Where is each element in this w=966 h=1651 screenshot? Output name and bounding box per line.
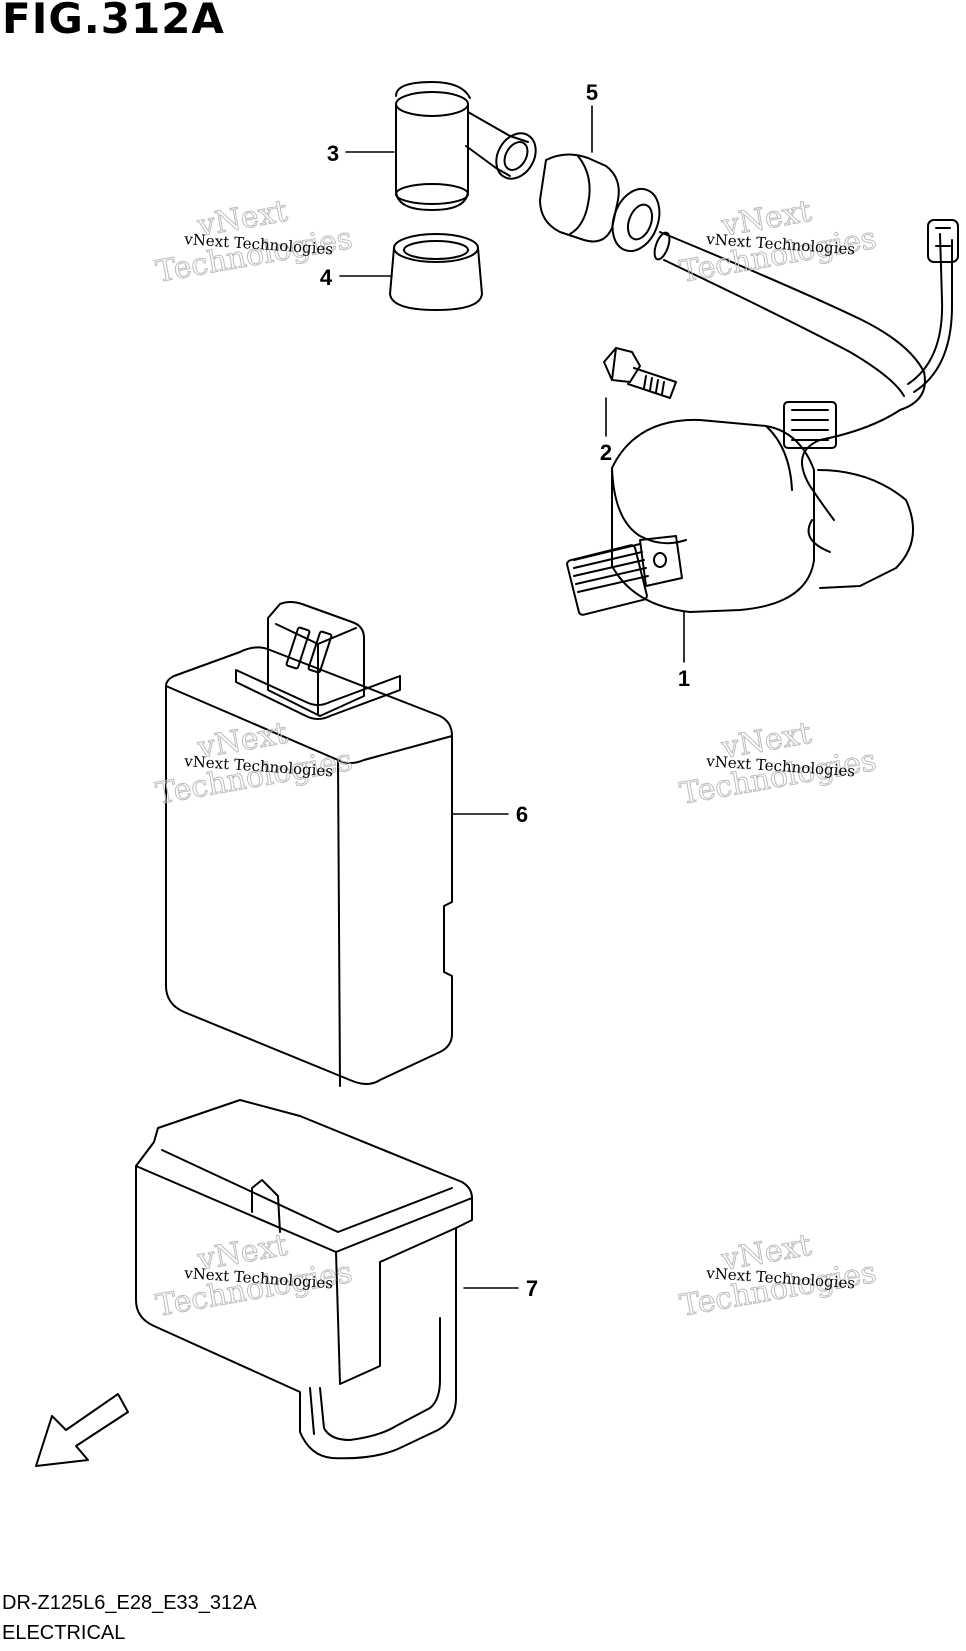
callout-1: 1	[678, 666, 690, 691]
watermark-5: Technologies vNext vNext Technologies	[153, 1227, 356, 1324]
watermark-6: Technologies vNext vNext Technologies	[677, 1227, 880, 1324]
callout-6: 6	[516, 802, 528, 827]
cdi-unit-part[interactable]	[165, 601, 453, 1087]
model-code: DR-Z125L6_E28_E33_312A	[2, 1592, 257, 1614]
cdi-case-part[interactable]	[135, 1099, 473, 1460]
plug-cap-part[interactable]	[395, 81, 544, 211]
watermark-2: Technologies vNext vNext Technologies	[677, 193, 880, 290]
callout-2: 2	[600, 440, 612, 465]
seal-ring-part[interactable]	[389, 233, 483, 311]
fwd-arrow-icon	[35, 1393, 129, 1467]
watermark-4: Technologies vNext vNext Technologies	[677, 715, 880, 812]
callout-4: 4	[320, 265, 333, 290]
callout-3: 3	[327, 141, 339, 166]
bolt-part[interactable]	[603, 347, 677, 399]
grommet-part[interactable]	[539, 153, 668, 257]
section-name: ELECTRICAL	[2, 1622, 126, 1644]
ignition-coil-part[interactable]	[566, 401, 914, 616]
watermark-3: Technologies vNext vNext Technologies	[153, 715, 356, 812]
callout-5: 5	[586, 80, 598, 105]
figure-title: FIG.312A	[2, 0, 225, 43]
callout-7: 7	[526, 1276, 538, 1301]
callout-leaders	[339, 105, 685, 1289]
